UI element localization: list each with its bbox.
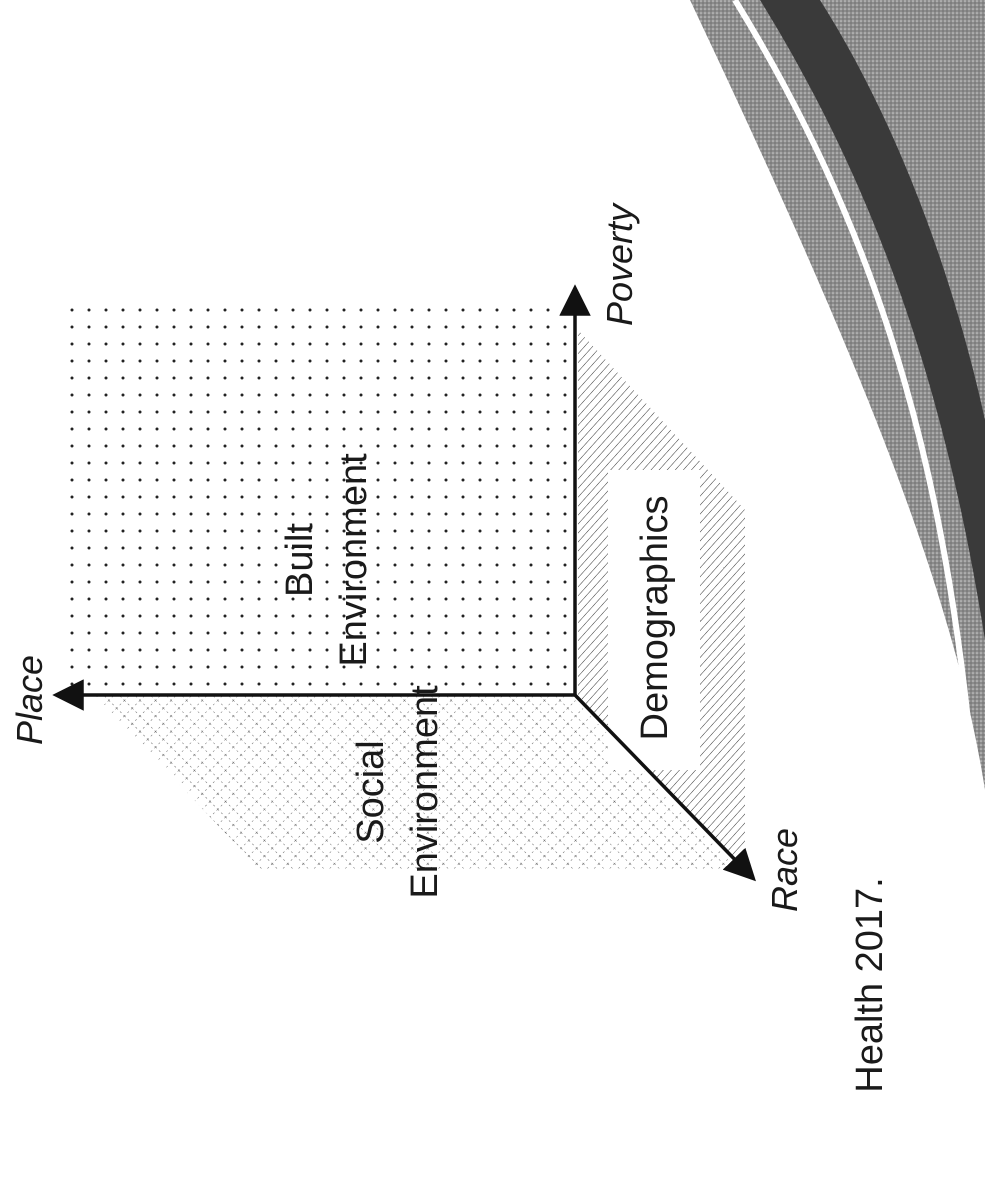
built-environment-label-line2: Environment [333,453,375,667]
poverty-axis-label: Poverty [599,202,640,326]
race-axis-label: Race [764,828,805,912]
built-environment-label-line1: Built [279,523,321,597]
place-axis-label: Place [9,655,50,745]
social-environment-label-line1: Social [350,740,392,844]
built-environment-region [60,305,570,695]
citation-text: Health 2017. [849,877,891,1093]
demographics-label: Demographics [634,496,676,741]
social-environment-label-line2: Environment [404,685,446,899]
